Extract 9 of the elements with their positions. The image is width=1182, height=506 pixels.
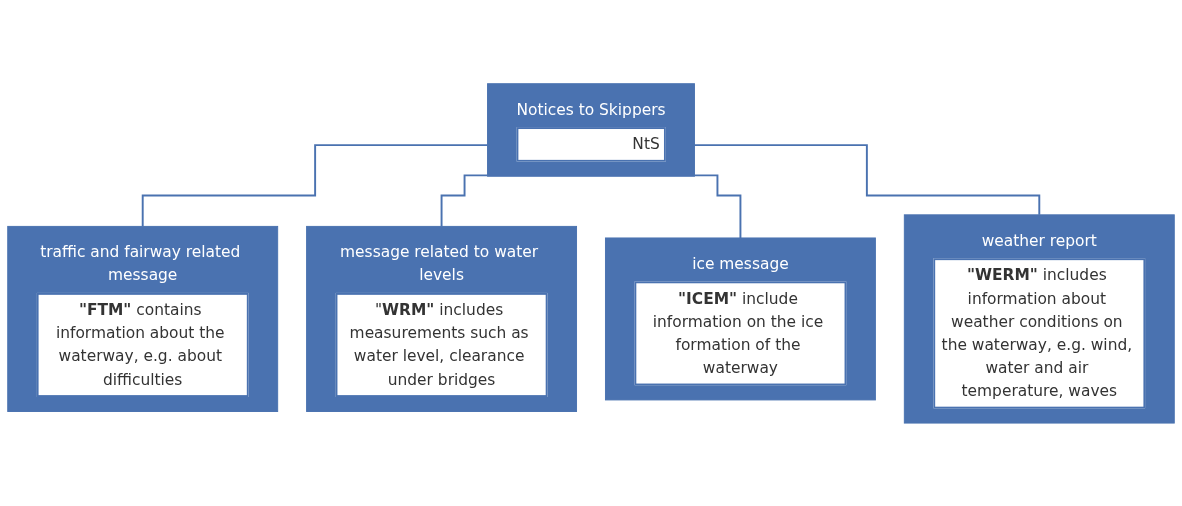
connector	[693, 143, 1041, 216]
node-box: traffic and fairway related message "FTM" contains information about the waterway, e.g. about difficulties	[7, 225, 279, 412]
node-box: weather report "WERM" includes information about weather conditions on the waterway, e.g. wind, water and air temperature, waves	[903, 213, 1175, 424]
connector	[440, 174, 489, 227]
connector	[693, 174, 742, 239]
node-box: Notices to Skippers NtS	[487, 82, 695, 177]
node-box: message related to water levels "WRM" includes measurements such as water level, clearance under bridges	[306, 225, 577, 412]
node-box: ice message "ICEM" include information on the ice formation of the waterway	[605, 237, 876, 401]
connector	[141, 143, 489, 227]
